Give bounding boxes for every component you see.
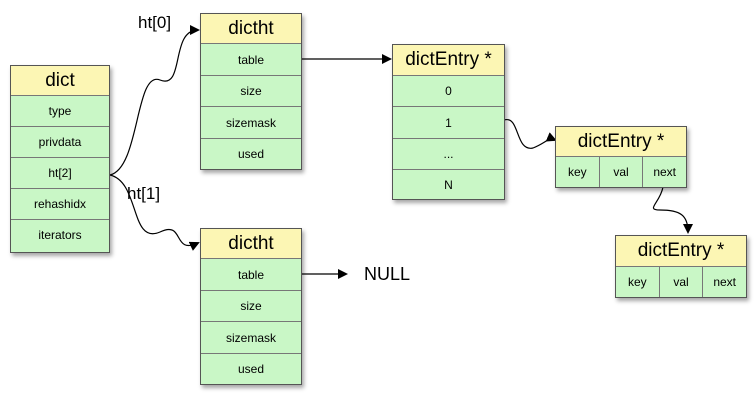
- dictht-1-size: size: [201, 290, 301, 321]
- ht0-label: ht[0]: [138, 13, 172, 32]
- entry-1-key: key: [567, 165, 587, 179]
- dictentry-array-title: dictEntry *: [393, 45, 504, 76]
- arrow-entry1-to-entry2: [652, 186, 693, 234]
- dictht-1-used: used: [201, 353, 301, 384]
- arrow-bucket-to-entry1: [503, 119, 557, 149]
- bucket-0: 0: [445, 84, 452, 98]
- dictentry-node-2: dictEntry * key val next: [615, 235, 747, 298]
- dictht-1-table: table: [237, 267, 265, 282]
- dictht-0: dictht table size sizemask used: [200, 13, 302, 170]
- bucket-ellipsis: ...: [393, 138, 504, 169]
- dict-field-type: type: [48, 104, 72, 118]
- dict-field-privdata: privdata: [11, 126, 109, 157]
- ht1-label: ht[1]: [127, 184, 161, 203]
- entry-2-next: next: [702, 267, 746, 297]
- dictentry-node-1: dictEntry * key val next: [555, 126, 687, 188]
- dict-title: dict: [11, 66, 109, 96]
- bucket-n: N: [393, 169, 504, 200]
- dict-field-iterators: iterators: [11, 219, 109, 250]
- dict-struct: dict type privdata ht[2] rehashidx itera…: [10, 65, 110, 253]
- dictht-0-table: table: [237, 52, 265, 67]
- dictht-0-sizemask: sizemask: [201, 106, 301, 138]
- entry-2-key: key: [627, 275, 647, 289]
- dictht-1: dictht table size sizemask used: [200, 228, 302, 385]
- dictht-0-used: used: [201, 138, 301, 169]
- dict-field-ht: ht[2]: [11, 157, 109, 188]
- null-label: NULL: [364, 264, 411, 284]
- arrow-ht0: [109, 25, 200, 176]
- arrow-ht1: [109, 174, 200, 251]
- entry-2-val: val: [658, 267, 703, 297]
- dict-field-rehashidx: rehashidx: [11, 188, 109, 219]
- entry-1-next: next: [642, 157, 686, 187]
- dictht-0-size: size: [201, 75, 301, 106]
- dictht-1-sizemask: sizemask: [201, 321, 301, 353]
- dictht-0-title: dictht: [201, 14, 301, 44]
- entry-1-val: val: [598, 157, 643, 187]
- dictentry-node-2-title: dictEntry *: [616, 236, 746, 267]
- dictentry-node-1-title: dictEntry *: [556, 127, 686, 157]
- bucket-1: 1: [393, 106, 504, 138]
- dictht-1-title: dictht: [201, 229, 301, 259]
- dictentry-array: dictEntry * 0 1 ... N: [392, 44, 505, 200]
